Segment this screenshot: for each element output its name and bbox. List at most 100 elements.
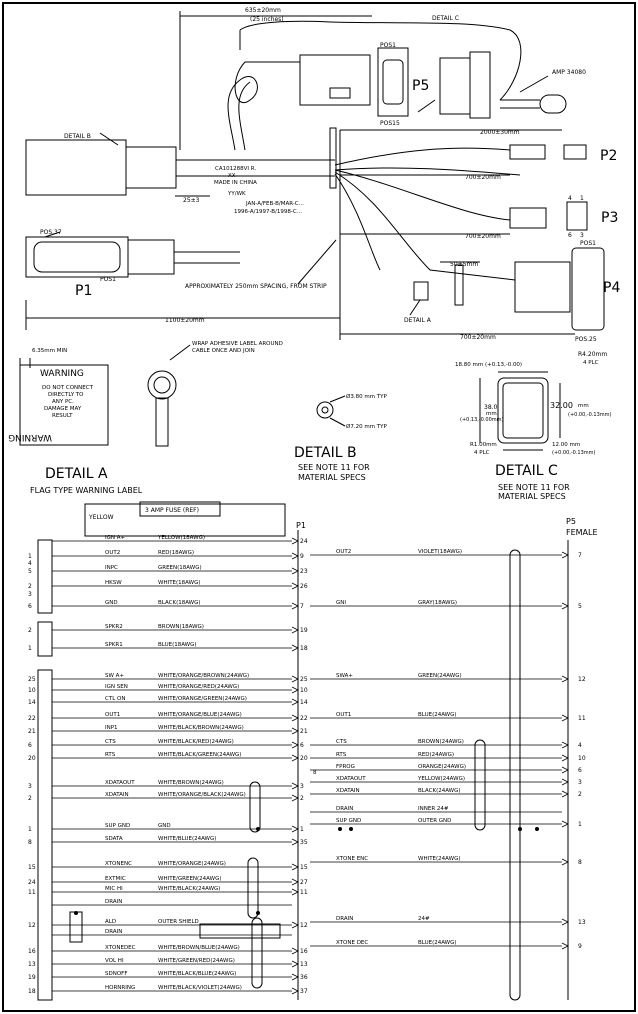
arrow-icon [291,582,299,590]
p1-label: P1 [75,283,92,299]
left-pin-number: 1 [28,645,32,652]
detail-c-d1880: 18.80 mm (+0.13,-0.00) [455,362,522,368]
arrow-icon [291,825,299,833]
right-wire-row: SWA+GREEN(24AWG)12 [310,673,586,683]
p5-pin-number: 2 [578,791,582,798]
arrow-icon [561,820,569,828]
wire-color: BLACK(24AWG) [418,788,461,794]
wire-color: WHITE/ORANGE/BLUE(24AWG) [158,712,242,718]
signal-name: XTONENC [105,861,132,867]
left-pin-number: 1 [28,826,32,833]
p1-pin-number: 23 [300,568,308,575]
p1-pos37: POS.37 [40,229,62,236]
signal-name: SW A+ [105,673,124,679]
wire-color: WHITE/BROWN(24AWG) [158,780,224,786]
junction-dot [535,827,539,831]
right-wire-row: DRAIN INNER 24# [310,806,562,813]
signal-name: CTS [336,739,347,745]
detail-c: 18.80 mm (+0.13,-0.00) R4.20mm 4 PLC 38.… [455,351,612,501]
wire-color: YELLOW(24AWG) [417,776,465,782]
dim-2000: 2000±30mm [480,129,520,136]
detail-a-ref: DETAIL A [404,317,432,324]
p1-pin-number: 20 [300,755,308,762]
yywk-label: YY/WK [227,191,246,197]
p1-pin-number: 26 [300,583,308,590]
signal-name: SUP GND [336,818,361,824]
signal-name: SDATA [105,836,123,842]
wire-color: WHITE/GREEN(24AWG) [158,876,221,882]
arrow-icon [561,858,569,866]
wire-color: INNER 24# [418,806,449,812]
cable-label-2: XX [228,173,236,179]
signal-name: MIC HI [105,886,123,892]
arrow-icon [291,714,299,722]
detail-c-plc-1: 4 PLC [583,360,599,366]
arrow-icon [291,537,299,545]
detail-a-subtitle: FLAG TYPE WARNING LABEL [30,486,143,495]
wire-color: GREEN(24AWG) [418,673,462,679]
p1-pin-number: 12 [300,922,308,929]
wire-color: GND [158,823,171,829]
signal-name: SUP GND [105,823,130,829]
arrow-icon [561,790,569,798]
signal-name: XDATAOUT [105,780,135,786]
cable-label-3: MADE IN CHINA [214,180,257,186]
signal-name: DRAIN [336,806,353,812]
p5-title: P5 [566,517,576,526]
warning-line-4: DAMAGE MAY [44,406,82,412]
left-pin-number: 2 [28,583,32,590]
arrow-icon [561,602,569,610]
left-pin-number: 22 [28,715,36,722]
signal-name: DRAIN [105,899,122,905]
p5-pin-number: 5 [578,603,582,610]
left-wire-row: 3 [28,591,32,598]
arrow-icon [291,947,299,955]
signal-name: EXTMIC [105,876,126,882]
wire-color: BLACK(18AWG) [158,600,201,606]
p5-pin-number: 6 [578,767,582,774]
left-pin-number: 3 [28,783,32,790]
wire-color: BROWN(18AWG) [158,624,204,630]
left-pin-number: 10 [28,687,36,694]
arrow-icon [291,878,299,886]
wire-color: WHITE/BLACK/BROWN(24AWG) [158,725,244,731]
dim-25: 25±3 [183,197,200,204]
p5-pin-number: 13 [578,919,586,926]
wrap-note-1: WRAP ADHESIVE LABEL AROUND [192,341,283,347]
arrow-icon [291,675,299,683]
left-pin-number: 2 [28,627,32,634]
junction-dot [338,827,342,831]
arrow-icon [291,838,299,846]
dim-6-35: 6.35mm MIN [32,348,67,354]
arrow-icon [561,778,569,786]
wire-color: WHITE/ORANGE/BROWN(24AWG) [158,673,249,679]
arrow-icon [561,766,569,774]
arrow-icon [291,644,299,652]
p5-pos15: POS15 [380,120,400,127]
left-pin-number: 18 [28,988,36,995]
signal-name: GNI [336,600,346,606]
p3-pin1: 1 [580,195,584,202]
wire-color: WHITE/ORANGE/GREEN(24AWG) [158,696,247,702]
p3-pin4: 4 [568,195,572,202]
arrow-icon [291,754,299,762]
signal-name: XTONE ENC [336,856,368,862]
signal-name: OUT1 [336,712,351,718]
wire-color: WHITE/GREEN/RED(24AWG) [158,958,235,964]
arrow-icon [291,921,299,929]
year-code: 1996-A/1997-B/1998-C... [234,209,302,215]
signal-name: VOL HI [105,958,124,964]
signal-name: XDATAIN [336,788,360,794]
